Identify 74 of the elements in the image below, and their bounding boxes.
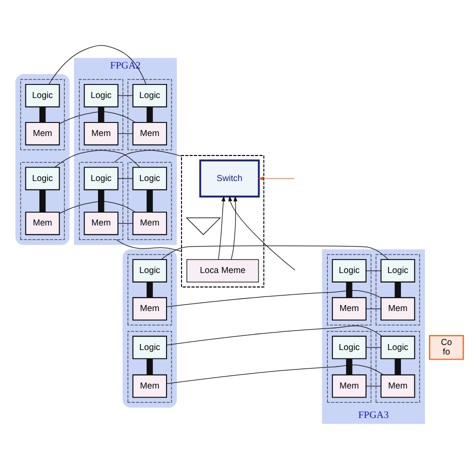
node-box: Logic <box>332 259 366 282</box>
node-box: Mem <box>25 212 60 236</box>
cluster <box>327 330 372 403</box>
connector <box>146 106 153 122</box>
connector <box>146 190 153 212</box>
connector <box>98 106 104 122</box>
cluster <box>15 74 70 245</box>
arrow <box>258 176 295 180</box>
cluster <box>128 254 172 326</box>
cluster <box>128 79 172 150</box>
cluster <box>128 162 172 240</box>
connector <box>366 308 382 310</box>
connector <box>59 201 136 214</box>
connector <box>116 239 182 252</box>
connector <box>366 270 382 272</box>
connector <box>39 106 46 122</box>
cluster <box>20 79 65 150</box>
connector <box>346 282 352 298</box>
node-box: Loca Meme <box>186 259 259 282</box>
cluster <box>128 330 172 403</box>
connector <box>146 282 153 298</box>
connector <box>118 133 134 134</box>
connector <box>146 358 153 375</box>
node-box: Logic <box>132 166 168 190</box>
connector <box>166 325 382 346</box>
connector <box>39 190 46 212</box>
node-box: Mem <box>25 122 60 146</box>
cluster <box>376 330 420 403</box>
cluster <box>376 254 420 326</box>
node-box: Logic <box>332 336 366 360</box>
connector <box>346 358 352 375</box>
cluster <box>327 254 372 326</box>
connector <box>48 45 146 85</box>
node-triangle <box>186 218 221 236</box>
node-box: Logic <box>132 84 168 108</box>
node-box: Logic <box>132 336 168 360</box>
node-box: Mem <box>132 374 168 398</box>
node-box: Logic <box>380 259 416 282</box>
connector <box>118 178 134 179</box>
node-box: Logic <box>25 166 60 190</box>
node-box: Mem <box>380 297 416 320</box>
connector <box>394 282 401 298</box>
node-box: Logic <box>25 84 60 108</box>
connector <box>166 290 382 308</box>
arrow <box>230 196 238 260</box>
node-box: Mem <box>332 297 366 320</box>
connector <box>54 150 140 168</box>
node-box: Mem <box>132 212 168 236</box>
arrow <box>228 196 296 270</box>
connector <box>59 111 136 124</box>
connector <box>394 358 401 375</box>
node-box: Mem <box>132 297 168 320</box>
connector <box>118 95 134 96</box>
node-box: Logic <box>132 259 168 282</box>
node-box: Mem <box>84 122 118 146</box>
cluster <box>122 249 177 408</box>
connector <box>366 347 382 348</box>
cluster <box>78 79 124 150</box>
arrow <box>218 196 226 260</box>
node-box: Mem <box>332 374 366 398</box>
node-box: Mem <box>380 374 416 398</box>
node-box: Mem <box>84 212 118 236</box>
cluster <box>20 162 65 240</box>
connector <box>118 223 134 224</box>
node-box: Co fo <box>429 335 464 360</box>
connector <box>98 190 104 212</box>
cluster <box>78 162 124 240</box>
node-box: Mem <box>132 122 168 146</box>
node-box: Switch <box>199 160 260 198</box>
connector <box>166 364 384 384</box>
node-box: Logic <box>380 336 416 360</box>
node-box: Logic <box>84 84 118 108</box>
node-box: Logic <box>84 166 118 190</box>
connector <box>160 245 389 260</box>
